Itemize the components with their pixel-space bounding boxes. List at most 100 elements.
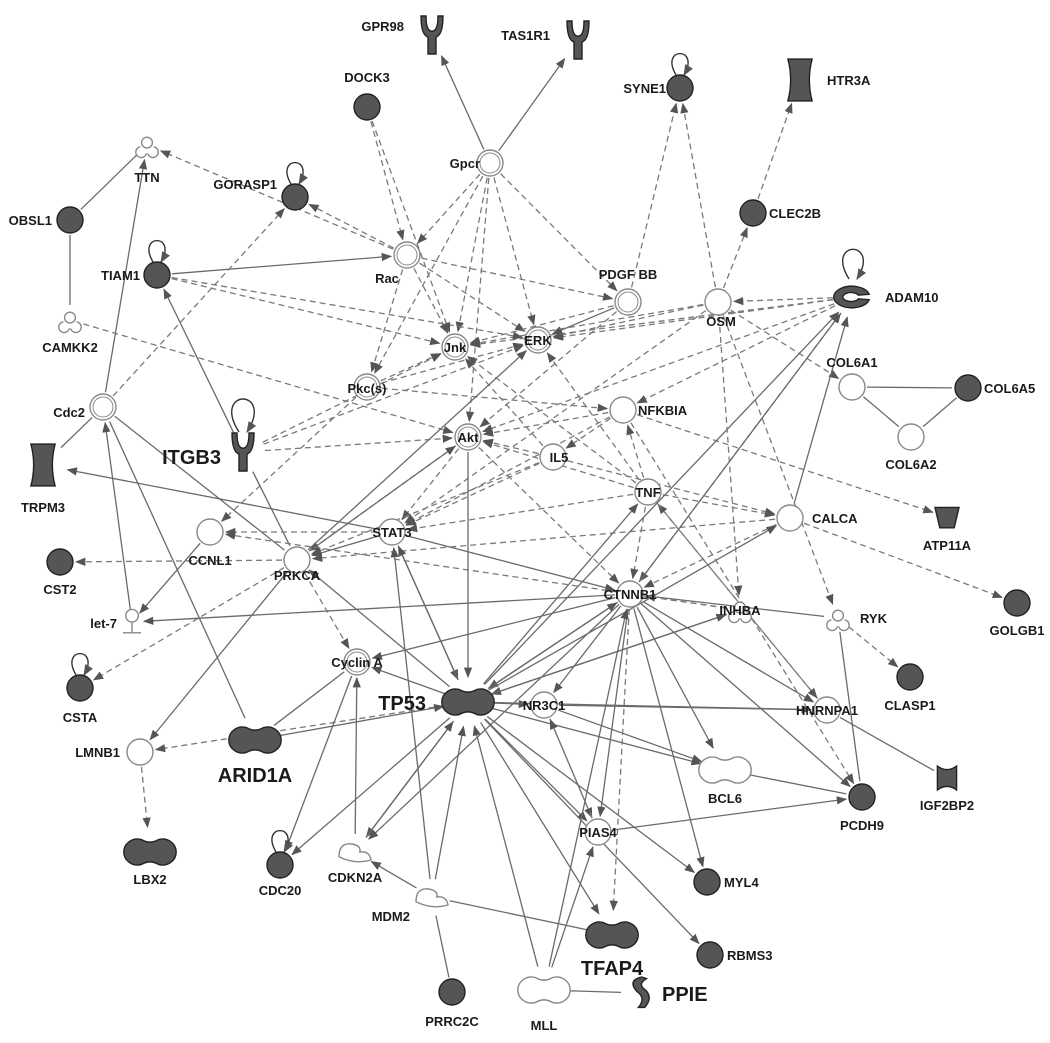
node-shape-pias4 xyxy=(584,818,612,846)
node-ppie[interactable]: PPIE xyxy=(632,976,708,1009)
node-gpr98[interactable]: GPR98 xyxy=(361,15,444,55)
node-ryk[interactable]: RYK xyxy=(826,609,888,632)
node-igf2bp2[interactable]: IGF2BP2 xyxy=(920,764,974,813)
node-clec2b[interactable]: CLEC2B xyxy=(739,199,821,227)
node-lmnb1[interactable]: LMNB1 xyxy=(75,738,154,766)
node-label-obsl1: OBSL1 xyxy=(9,213,52,228)
node-prkca[interactable]: PRKCA xyxy=(274,546,321,583)
node-cdkn2a[interactable]: CDKN2A xyxy=(328,843,383,885)
node-itgb3[interactable]: ITGB3 xyxy=(162,398,257,472)
node-tnf[interactable]: TNF xyxy=(634,478,662,506)
node-akt[interactable]: Akt xyxy=(454,423,482,451)
node-shape-myl4 xyxy=(693,868,721,896)
node-shape-hnrnpa1 xyxy=(813,696,841,724)
node-dock3[interactable]: DOCK3 xyxy=(344,70,390,121)
node-il5[interactable]: IL5 xyxy=(539,443,568,471)
node-label-gpr98: GPR98 xyxy=(361,19,404,34)
edge-ITGB3-Akt xyxy=(264,434,454,452)
node-gpcr[interactable]: Gpcr xyxy=(450,149,504,177)
edge-ADAM10-NFKBIA xyxy=(636,305,836,404)
node-rbms3[interactable]: RBMS3 xyxy=(696,941,773,969)
node-nfkbia[interactable]: NFKBIA xyxy=(609,396,688,424)
node-let7[interactable]: let-7 xyxy=(90,608,141,634)
edge-CDKN2A-TP53 xyxy=(365,721,454,839)
node-rac[interactable]: Rac xyxy=(375,241,421,286)
edge-Gpcr-Jnk xyxy=(455,177,488,333)
node-ctnnb1[interactable]: CTNNB1 xyxy=(604,580,657,608)
node-myl4[interactable]: MYL4 xyxy=(693,868,759,896)
node-label-golgb1: GOLGB1 xyxy=(990,623,1045,638)
node-shape-prrc2c xyxy=(438,978,466,1006)
node-pkc[interactable]: Pkc(s) xyxy=(347,373,387,401)
node-calca[interactable]: CALCA xyxy=(776,504,858,532)
edge-PIAS4-NR3C1 xyxy=(549,718,593,819)
edge-ITGB3-ERK xyxy=(263,345,525,445)
edge-MLL-PPIE xyxy=(567,990,622,994)
node-pcdh9[interactable]: PCDH9 xyxy=(840,783,884,833)
node-tiam1[interactable]: TIAM1 xyxy=(101,240,171,289)
node-shape-syne1 xyxy=(666,74,694,102)
node-htr3a[interactable]: HTR3A xyxy=(786,58,871,102)
node-gorasp1[interactable]: GORASP1 xyxy=(213,162,309,211)
node-jnk[interactable]: Jnk xyxy=(441,333,469,361)
node-mll[interactable]: MLL xyxy=(517,976,571,1033)
node-col6a5[interactable]: COL6A5 xyxy=(954,374,1035,402)
edge-PIAS4-PCDH9 xyxy=(612,796,848,831)
node-adam10[interactable]: ADAM10 xyxy=(833,248,939,309)
node-clasp1[interactable]: CLASP1 xyxy=(884,663,936,713)
node-tfap4[interactable]: TFAP4 xyxy=(581,921,644,980)
edge-PRKCA-LMNB1 xyxy=(149,571,289,741)
edge-Gpcr-GPR98 xyxy=(440,55,485,150)
node-col6a1[interactable]: COL6A1 xyxy=(826,355,878,401)
node-shape-itgb3 xyxy=(231,432,255,472)
node-tp53[interactable]: TP53 xyxy=(378,688,495,716)
node-cyclina[interactable]: Cyclin A xyxy=(331,648,383,676)
edge-NFKBIA-Akt xyxy=(482,411,609,437)
edge-NFKBIA-IL5 xyxy=(565,417,611,449)
node-camkk2[interactable]: CAMKK2 xyxy=(42,311,98,355)
node-cst2[interactable]: CST2 xyxy=(43,548,77,597)
node-shape-gorasp1 xyxy=(281,183,309,211)
node-shape-clec2b xyxy=(739,199,767,227)
node-label-myl4: MYL4 xyxy=(724,875,759,890)
node-atp11a[interactable]: ATP11A xyxy=(923,506,972,553)
node-ccnl1[interactable]: CCNL1 xyxy=(188,518,232,568)
node-obsl1[interactable]: OBSL1 xyxy=(9,206,84,234)
node-stat3[interactable]: STAT3 xyxy=(372,518,412,546)
node-label-cdkn2a: CDKN2A xyxy=(328,870,383,885)
node-osm[interactable]: OSM xyxy=(704,288,736,329)
node-col6a2[interactable]: COL6A2 xyxy=(885,423,937,472)
node-pdgf-bb[interactable]: PDGF BB xyxy=(599,267,658,316)
node-lbx2[interactable]: LBX2 xyxy=(123,838,177,887)
edge-COL6A1-COL6A2 xyxy=(863,396,900,428)
node-label-ccnl1: CCNL1 xyxy=(188,553,231,568)
node-ttn[interactable]: TTN xyxy=(134,136,160,185)
node-tas1r1[interactable]: TAS1R1 xyxy=(501,20,590,60)
node-hnrnpa1[interactable]: HNRNPA1 xyxy=(796,696,858,724)
edge-CDKN2A-CyclinA xyxy=(352,676,361,835)
edge-CTNNB1-NR3C1 xyxy=(553,605,622,694)
edge-TNF-Akt xyxy=(482,440,634,489)
edge-RYK-PCDH9 xyxy=(839,631,861,782)
node-trpm3[interactable]: TRPM3 xyxy=(21,443,65,515)
node-label-camkk2: CAMKK2 xyxy=(42,340,98,355)
edge-Gpcr-PDGF_BB xyxy=(500,173,618,292)
node-cdc2[interactable]: Cdc2 xyxy=(53,393,117,421)
self-loop-tiam1 xyxy=(148,240,170,263)
node-erk[interactable]: ERK xyxy=(524,326,552,354)
node-shape-cyclina xyxy=(343,648,371,676)
node-inhba[interactable]: INHBA xyxy=(719,601,761,624)
edge-TP53-ADAM10 xyxy=(484,311,840,686)
node-prrc2c[interactable]: PRRC2C xyxy=(425,978,479,1029)
edge-let7-Cdc2 xyxy=(102,421,132,612)
node-syne1[interactable]: SYNE1 xyxy=(623,53,694,102)
node-nr3c1[interactable]: NR3C1 xyxy=(523,691,566,719)
node-csta[interactable]: CSTA xyxy=(63,653,98,725)
node-golgb1[interactable]: GOLGB1 xyxy=(990,589,1045,638)
node-pias4[interactable]: PIAS4 xyxy=(579,818,618,846)
node-bcl6[interactable]: BCL6 xyxy=(698,756,752,806)
edge-PDGF_BB-Jnk xyxy=(469,305,614,345)
node-mdm2[interactable]: MDM2 xyxy=(372,888,449,924)
node-cdc20[interactable]: CDC20 xyxy=(259,830,302,898)
node-arid1a[interactable]: ARID1A xyxy=(218,726,292,787)
